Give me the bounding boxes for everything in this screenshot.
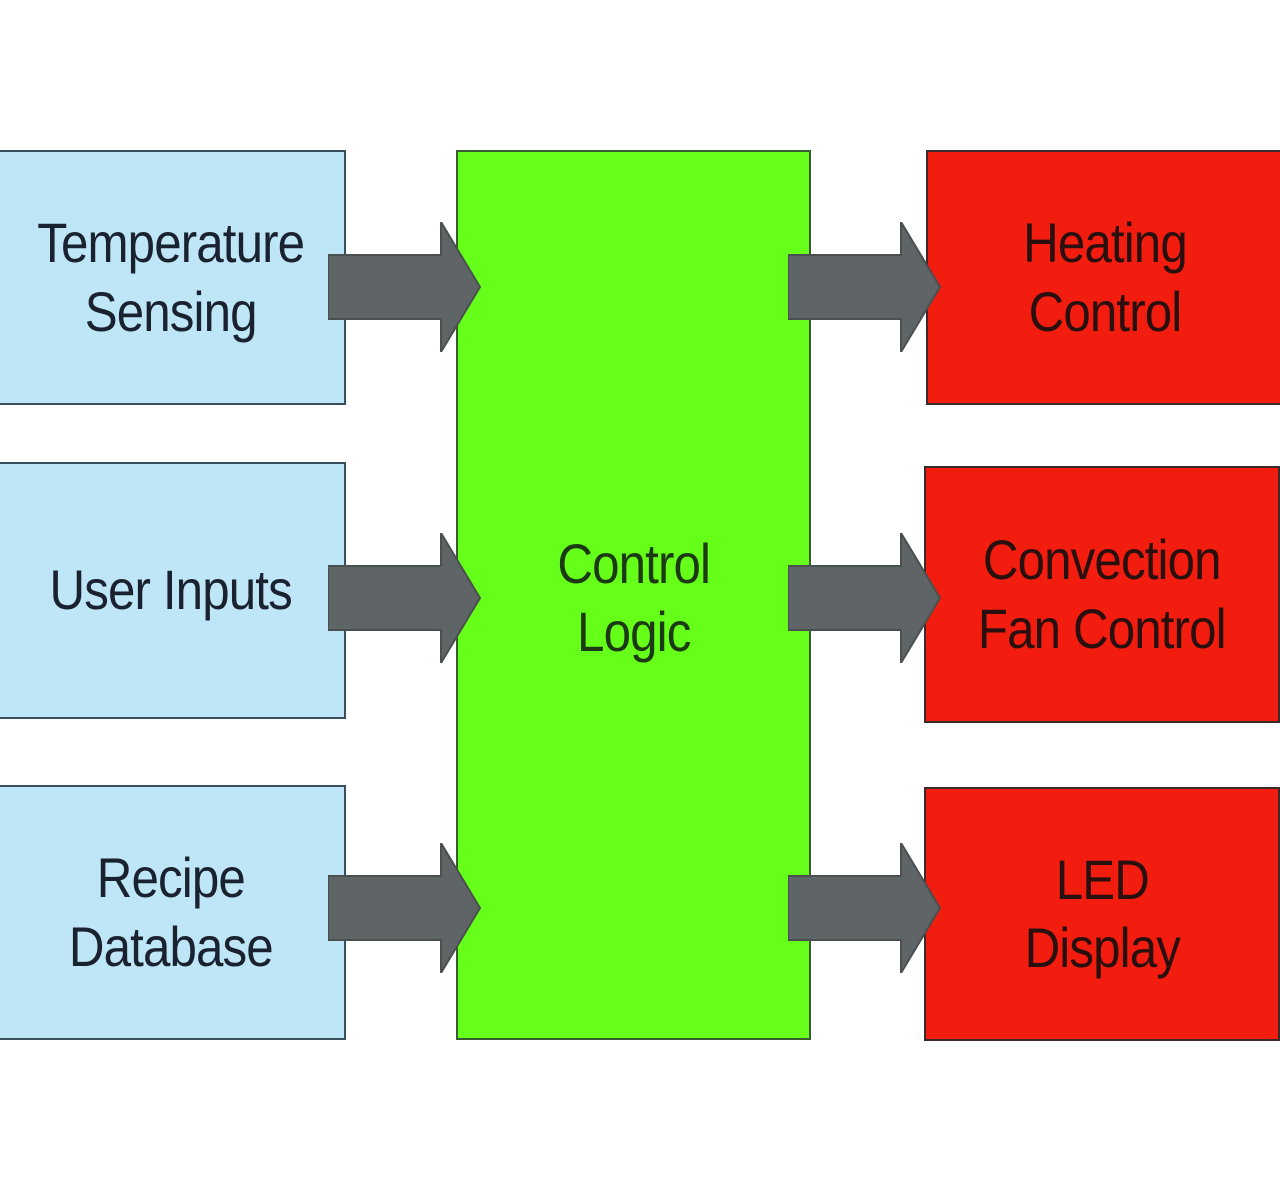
- recipe-database-block: Recipe Database: [0, 785, 346, 1040]
- label-line: Fan Control: [978, 596, 1227, 660]
- heating-control-block: Heating Control: [926, 150, 1280, 405]
- label-line: Control: [557, 532, 711, 595]
- arrow-recipe-to-logic: [328, 843, 482, 973]
- label-line: Sensing: [85, 279, 258, 343]
- label-line: Database: [69, 914, 274, 978]
- right-arrow-icon: [328, 843, 482, 973]
- right-arrow-icon: [788, 533, 942, 663]
- arrow-temperature-to-logic: [328, 222, 482, 352]
- heating-control-label: Heating Control: [1023, 209, 1188, 346]
- temperature-sensing-block: Temperature Sensing: [0, 150, 346, 405]
- arrow-logic-to-heating: [788, 222, 942, 352]
- label-line: Recipe: [96, 846, 246, 910]
- label-line: Heating: [1023, 211, 1188, 275]
- user-inputs-block: User Inputs: [0, 462, 346, 719]
- label-line: Temperature: [37, 211, 306, 275]
- right-arrow-icon: [328, 533, 482, 663]
- convection-fan-control-block: Convection Fan Control: [924, 466, 1280, 723]
- convection-fan-control-label: Convection Fan Control: [978, 526, 1227, 663]
- control-logic-label: Control Logic: [557, 530, 711, 667]
- label-line: LED: [1055, 847, 1149, 911]
- label-line: User Inputs: [49, 558, 293, 622]
- user-inputs-label: User Inputs: [49, 556, 293, 624]
- right-arrow-icon: [328, 222, 482, 352]
- recipe-database-label: Recipe Database: [69, 844, 274, 981]
- arrow-logic-to-led-display: [788, 843, 942, 973]
- arrow-user-inputs-to-logic: [328, 533, 482, 663]
- label-line: Convection: [983, 528, 1222, 592]
- right-arrow-icon: [788, 222, 942, 352]
- label-line: Logic: [576, 600, 691, 664]
- led-display-label: LED Display: [1024, 846, 1180, 983]
- arrow-logic-to-convection-fan: [788, 533, 942, 663]
- temperature-sensing-label: Temperature Sensing: [37, 209, 306, 346]
- led-display-block: LED Display: [924, 787, 1280, 1041]
- right-arrow-icon: [788, 843, 942, 973]
- label-line: Control: [1028, 279, 1183, 343]
- label-line: Display: [1024, 916, 1180, 979]
- control-logic-block: Control Logic: [456, 150, 811, 1040]
